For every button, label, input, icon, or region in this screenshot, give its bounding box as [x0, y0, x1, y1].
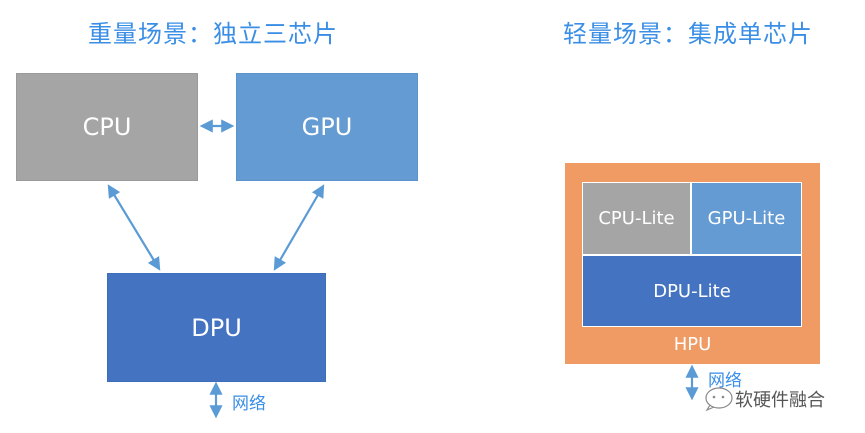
dpu-lite-block: DPU-Lite — [582, 255, 802, 327]
gpu-label: GPU — [301, 113, 353, 141]
dpu-label: DPU — [191, 313, 242, 342]
gpu-lite-block: GPU-Lite — [691, 182, 802, 255]
hpu-label: HPU — [673, 334, 712, 355]
watermark-text: 软硬件融合 — [735, 390, 825, 411]
dpu-block: DPU — [107, 273, 326, 382]
network-label-right: 网络 — [708, 371, 742, 391]
cpu-label: CPU — [82, 113, 132, 141]
wechat-icon — [705, 387, 733, 412]
gpu-block: GPU — [236, 73, 418, 181]
gpu-lite-label: GPU-Lite — [707, 208, 786, 229]
cpu-dpu-arrow — [107, 184, 161, 271]
network-label-left: 网络 — [232, 394, 266, 414]
cpu-lite-block: CPU-Lite — [582, 182, 691, 255]
gpu-dpu-arrow — [273, 184, 325, 271]
heavy-scenario-title: 重量场景：独立三芯片 — [88, 20, 338, 48]
dpu-lite-label: DPU-Lite — [653, 280, 731, 302]
cpu-lite-label: CPU-Lite — [598, 208, 675, 229]
cpu-block: CPU — [16, 73, 198, 181]
light-scenario-title: 轻量场景：集成单芯片 — [563, 20, 813, 48]
